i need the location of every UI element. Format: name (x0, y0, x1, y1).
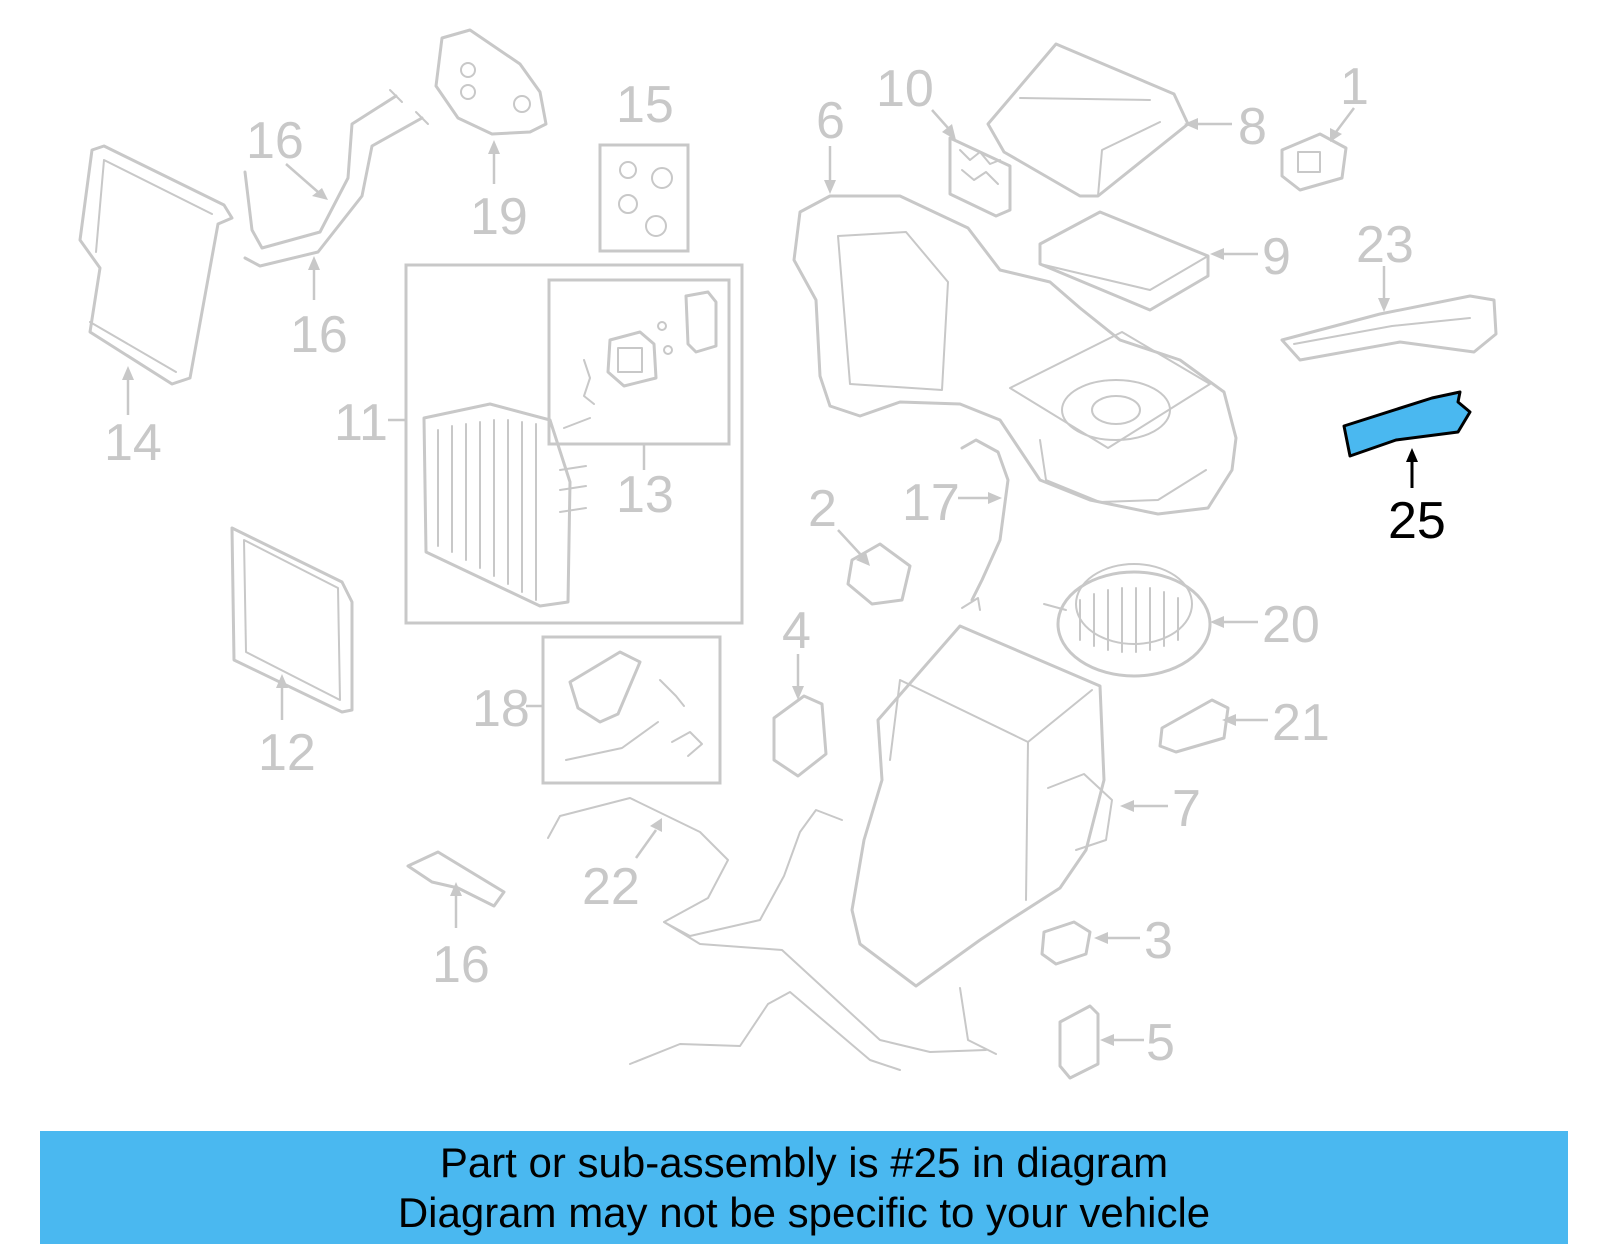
callout-10: 10 (876, 60, 934, 118)
leader-21 (1210, 616, 1258, 628)
part-7-lower-housing (850, 624, 1113, 988)
leader-16b (308, 256, 320, 300)
part-17-bracket (406, 850, 506, 908)
part-14-heater-core (78, 144, 234, 386)
callout-4: 4 (782, 602, 811, 660)
callout-18: 17 (902, 474, 960, 532)
leader-2 (837, 529, 870, 566)
callout-11: 11 (334, 394, 388, 452)
callout-6: 6 (816, 92, 845, 150)
part-1-sensor (1280, 132, 1348, 192)
leader-17 (450, 882, 462, 928)
part-4-actuator (772, 694, 828, 778)
callout-7: 7 (1172, 780, 1201, 838)
part-6-hvac-housing (792, 194, 1238, 516)
leader-25 (1406, 448, 1418, 488)
callout-9: 9 (1262, 228, 1291, 286)
callout-5: 5 (1146, 1014, 1175, 1072)
callout-1: 1 (1340, 58, 1369, 116)
part-9-cabin-filter (1038, 210, 1210, 312)
callout-21: 20 (1262, 596, 1320, 654)
callout-22: 21 (1272, 694, 1330, 752)
caption-line-2: Diagram may not be specific to your vehi… (397, 1188, 1211, 1236)
part-10-seal-strip (948, 136, 1012, 218)
part-11-evaporator-group (404, 263, 744, 625)
caption-banner: Part or sub-assembly is #25 in diagram D… (40, 1131, 1568, 1244)
callout-14: 14 (104, 414, 162, 472)
part-25-seal-highlighted (1342, 390, 1472, 458)
callout-23: 22 (582, 858, 640, 916)
callout-16a: 16 (246, 112, 304, 170)
callout-15: 15 (616, 76, 674, 134)
leader-20 (488, 140, 500, 184)
part-16-heater-pipes (243, 89, 429, 268)
part-23-wiring-harness (547, 797, 997, 1071)
callout-20: 19 (470, 188, 528, 246)
leader-3 (1094, 932, 1140, 944)
part-13-expansion-valve-group (547, 278, 731, 446)
leader-7 (1120, 800, 1168, 812)
part-20-seal-plate (434, 28, 548, 136)
callout-19: 18 (472, 680, 530, 738)
leader-16a (285, 163, 328, 200)
callout-16b: 16 (290, 306, 348, 364)
part-21-blower-motor (1043, 563, 1212, 678)
part-5-bracket (1058, 1004, 1100, 1080)
leader-10 (931, 109, 956, 140)
part-18-temp-sensor (960, 438, 1010, 611)
callout-3: 3 (1144, 912, 1173, 970)
leader-4 (792, 654, 804, 700)
leader-9 (1210, 248, 1258, 260)
leader-8 (1184, 118, 1232, 130)
callout-25: 25 (1388, 492, 1446, 550)
leader-18 (958, 492, 1002, 504)
callout-13: 13 (616, 466, 674, 524)
leader-6 (824, 146, 836, 194)
leader-23 (634, 818, 662, 859)
part-22-resistor (1158, 698, 1230, 754)
part-15-oring-kit (598, 143, 690, 253)
leader-14 (122, 366, 134, 415)
callout-24: 23 (1356, 216, 1414, 274)
part-3-actuator (1040, 920, 1092, 966)
part-19-actuator-group (541, 635, 722, 785)
callout-2: 2 (808, 480, 837, 538)
callout-17: 16 (432, 936, 490, 994)
part-2-actuator (846, 542, 912, 606)
leader-24 (1378, 266, 1390, 312)
leader-5 (1100, 1034, 1144, 1046)
leader-1 (1330, 107, 1355, 142)
callout-12: 12 (258, 724, 316, 782)
leader-12 (276, 674, 288, 720)
callout-8: 8 (1238, 98, 1267, 156)
part-8-cover (986, 42, 1190, 198)
leader-22 (1222, 714, 1268, 726)
caption-line-1: Part or sub-assembly is #25 in diagram (439, 1138, 1169, 1186)
part-24-duct (1280, 294, 1498, 362)
part-12-gasket (230, 526, 354, 714)
